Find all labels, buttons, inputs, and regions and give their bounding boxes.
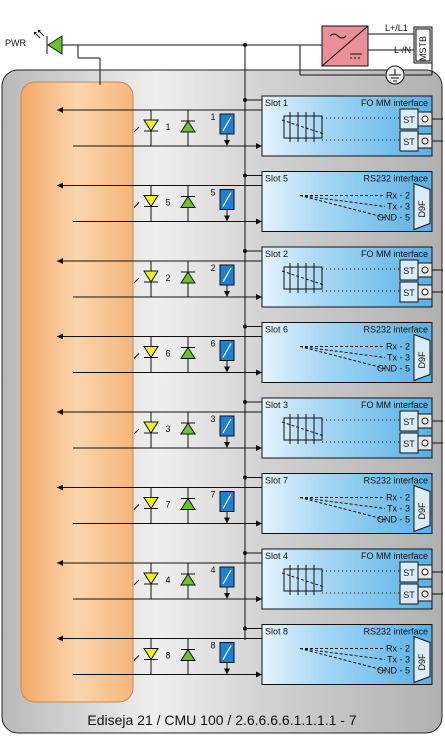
relay-number: 5 [210, 188, 215, 198]
contact-block [283, 115, 323, 139]
d9f-connector [413, 635, 431, 684]
rs-pin-label: GND - 5 [377, 364, 410, 374]
footer-caption: Ediseja 21 / CMU 100 / 2.6.6.6.6.1.1.1.1… [87, 712, 356, 728]
pwr-led-icon [33, 29, 63, 55]
d9f-connector [413, 484, 431, 533]
st-label: ST [403, 115, 415, 125]
slot-label: Slot 1 [265, 98, 288, 108]
d9f-label: D9F [417, 653, 427, 671]
channel-number: 3 [165, 424, 170, 434]
slot-label: Slot 2 [265, 249, 288, 259]
relay-number: 8 [210, 641, 215, 651]
channel-number: 2 [165, 273, 170, 283]
contact-block [283, 568, 323, 592]
st-label: ST [403, 417, 415, 427]
st-label: ST [403, 439, 415, 449]
d9f-label: D9F [417, 351, 427, 369]
d9f-connector [413, 333, 431, 382]
channel-number: 1 [165, 122, 170, 132]
slot-label: Slot 3 [265, 400, 288, 410]
backplane-bus [20, 81, 134, 703]
rs-pin-label: Rx - 2 [386, 342, 410, 352]
slot-label: Slot 8 [265, 627, 288, 637]
slot-title: RS232 interface [363, 627, 428, 637]
relay-number: 2 [210, 263, 215, 273]
st-label: ST [403, 568, 415, 578]
rs-pin-label: Tx - 3 [387, 655, 410, 665]
rs-pin-label: GND - 5 [377, 213, 410, 223]
st-label: ST [403, 266, 415, 276]
slot-title: FO MM interface [361, 400, 428, 410]
channel-number: 4 [165, 575, 170, 585]
rs-pin-label: GND - 5 [377, 515, 410, 525]
slot-label: Slot 5 [265, 174, 288, 184]
relay-number: 7 [210, 490, 215, 500]
pwr-label: PWR [5, 38, 26, 48]
d9f-label: D9F [417, 200, 427, 218]
d9f-connector [413, 182, 431, 231]
l1-label: L+/L1 [385, 23, 408, 33]
relay-number: 4 [210, 565, 215, 575]
ground-icon [385, 65, 405, 85]
rs-pin-label: Rx - 2 [386, 493, 410, 503]
rs-pin-label: Tx - 3 [387, 504, 410, 514]
n-label: L-/N [394, 45, 411, 55]
channel-number: 7 [165, 500, 170, 510]
slot-module [261, 171, 433, 232]
channel-number: 6 [165, 349, 170, 359]
slot-label: Slot 4 [265, 551, 288, 561]
relay-number: 3 [210, 414, 215, 424]
power-supply-icon [321, 25, 369, 67]
rs-pin-label: Tx - 3 [387, 353, 410, 363]
rs-pin-label: Rx - 2 [386, 191, 410, 201]
slot-title: RS232 interface [363, 476, 428, 486]
rs-pin-label: Rx - 2 [386, 644, 410, 654]
slot-label: Slot 6 [265, 325, 288, 335]
slot-title: RS232 interface [363, 325, 428, 335]
rs-pin-label: GND - 5 [377, 666, 410, 676]
terminal-block [413, 26, 433, 64]
st-label: ST [403, 137, 415, 147]
st-label: ST [403, 590, 415, 600]
contact-block [283, 417, 323, 441]
slot-title: FO MM interface [361, 249, 428, 259]
channel-number: 8 [165, 651, 170, 661]
slot-title: RS232 interface [363, 174, 428, 184]
relay-number: 6 [210, 339, 215, 349]
d9f-label: D9F [417, 502, 427, 520]
contact-block [283, 266, 323, 290]
relay-number: 1 [210, 112, 215, 122]
st-label: ST [403, 288, 415, 298]
channel-number: 5 [165, 198, 170, 208]
terminal-label: MSTB [418, 36, 428, 61]
slot-title: FO MM interface [361, 551, 428, 561]
rs-pin-label: Tx - 3 [387, 202, 410, 212]
slot-title: FO MM interface [361, 98, 428, 108]
slot-label: Slot 7 [265, 476, 288, 486]
